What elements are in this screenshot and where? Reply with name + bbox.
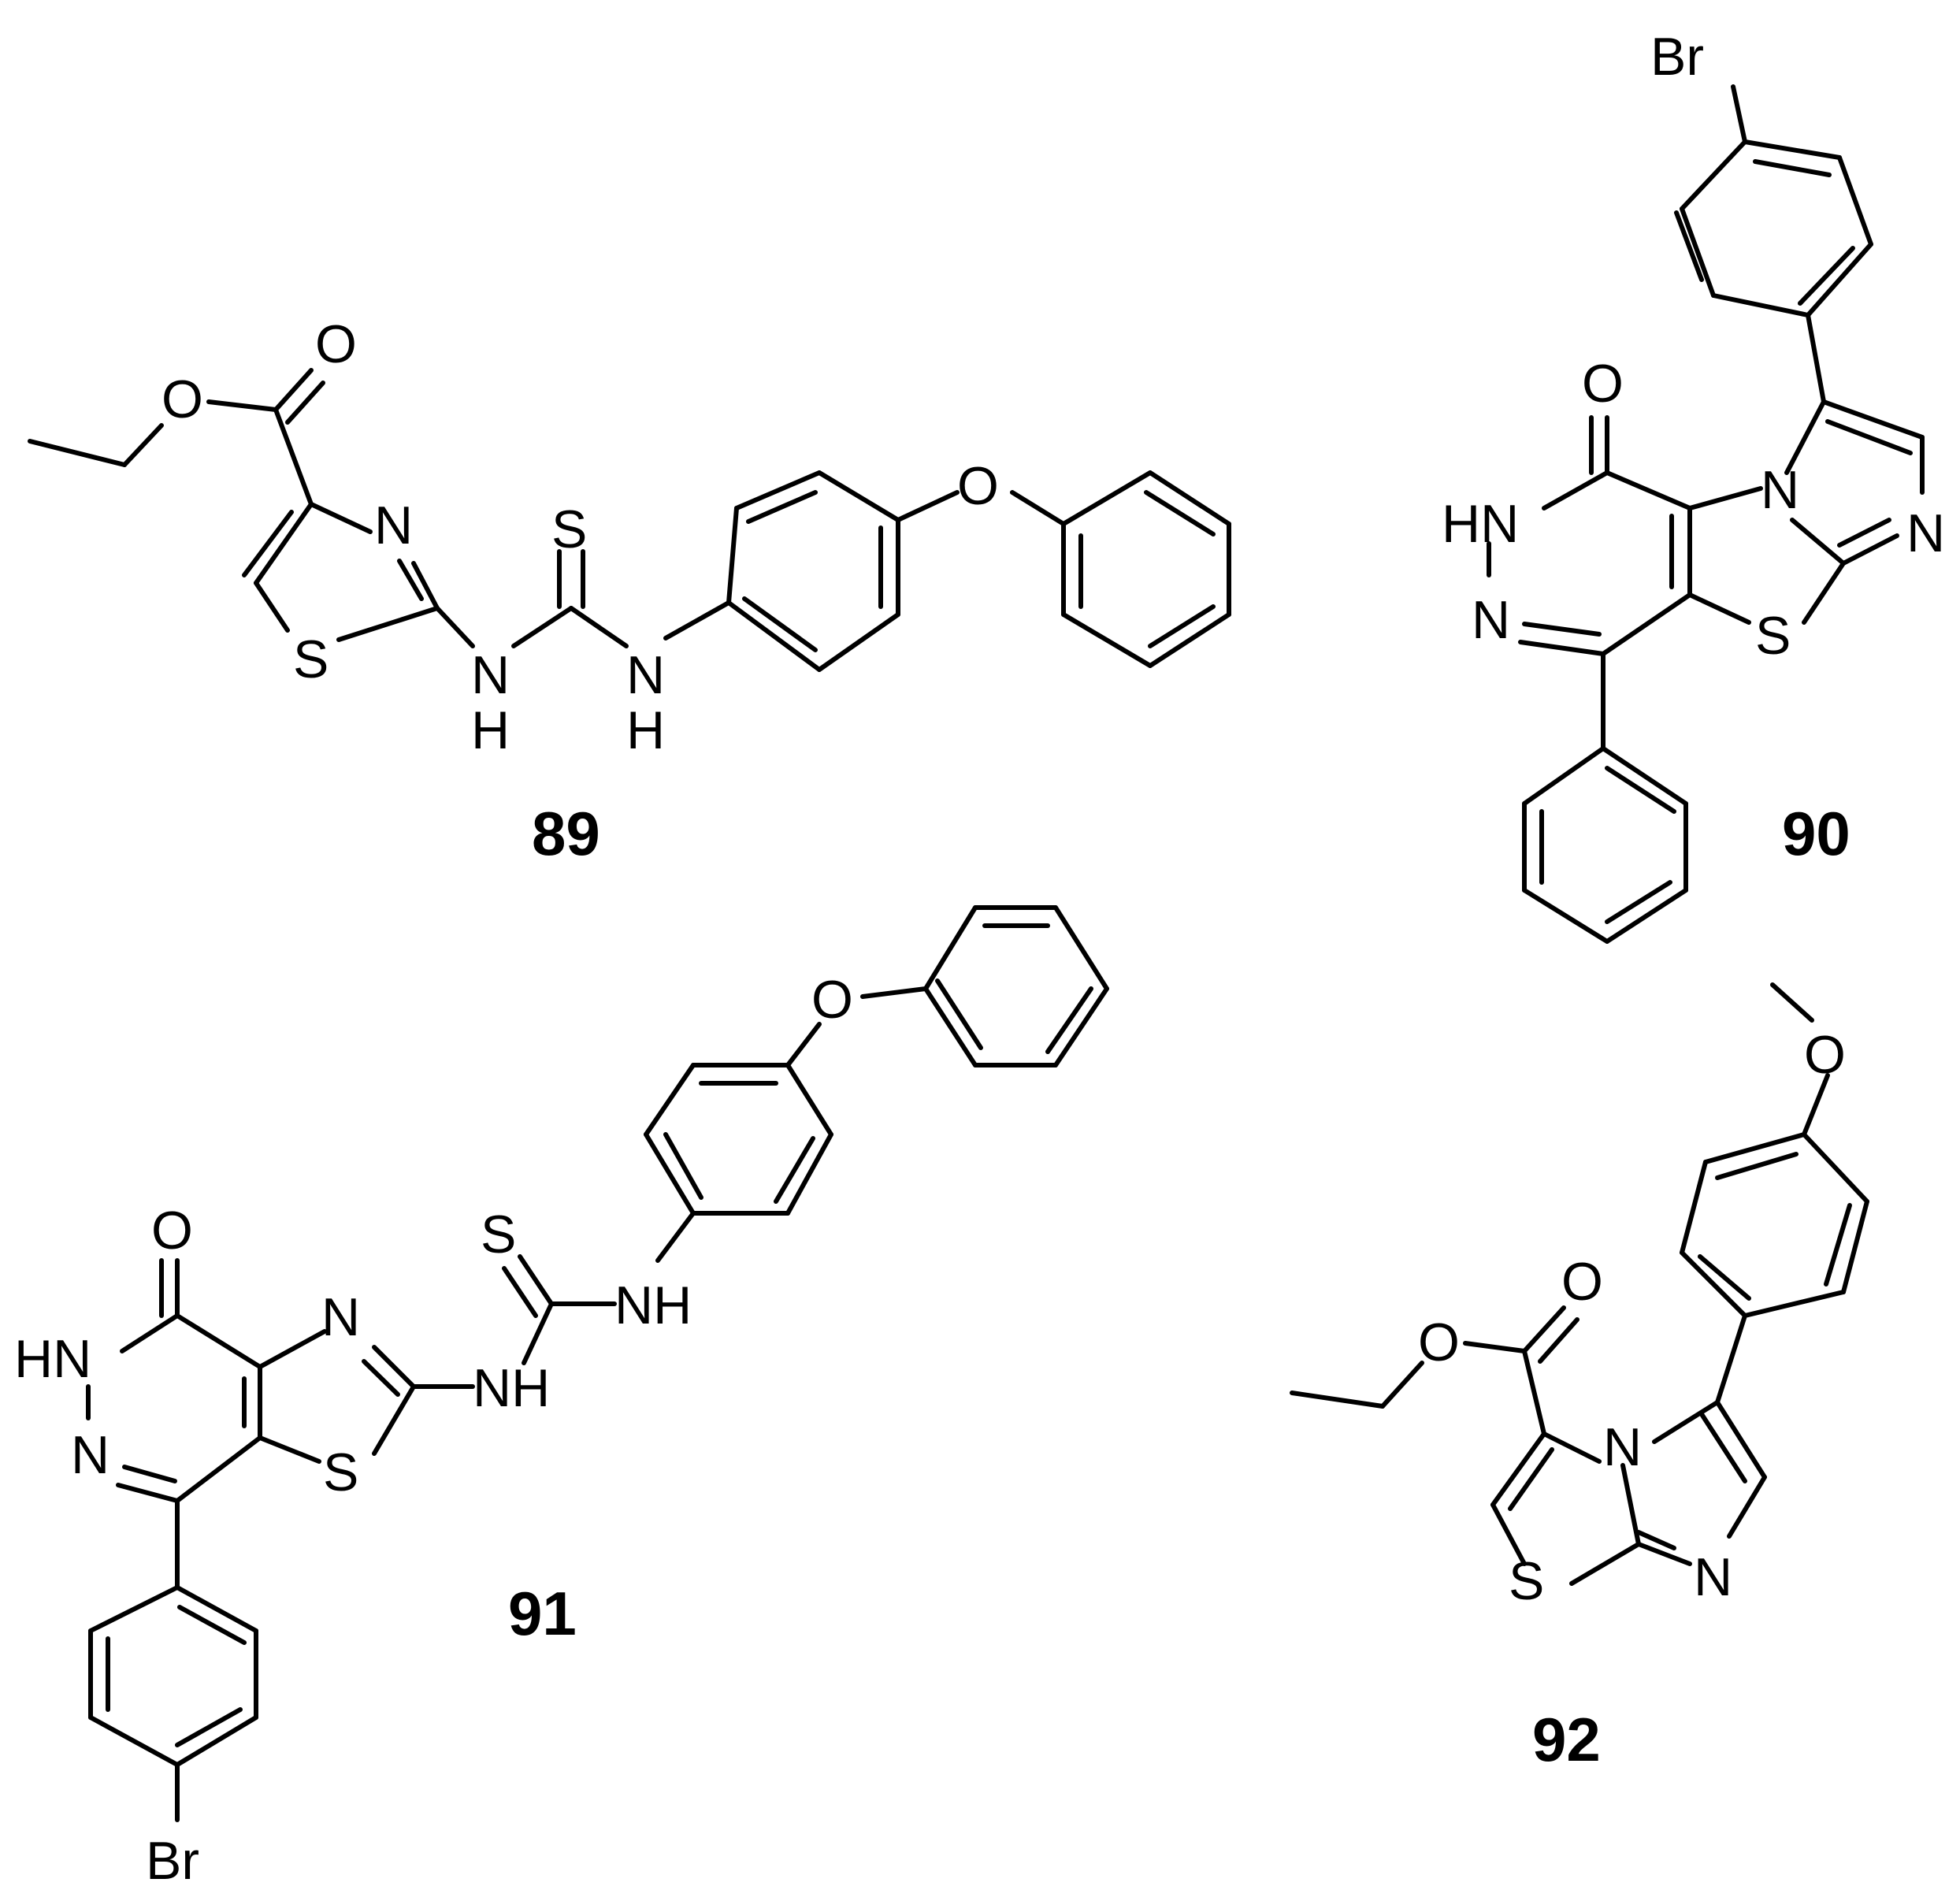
atom-89-h-2: H	[626, 700, 665, 760]
atom-89-n-2: N	[626, 645, 665, 705]
compound-92-label: 92	[1532, 1705, 1601, 1774]
atom-90-n-bridge: N	[1761, 460, 1799, 520]
atom-91-s-thiazole: S	[323, 1442, 358, 1502]
atom-92-o-methoxy: O	[1804, 1025, 1846, 1085]
atom-92-o-ester: O	[1418, 1313, 1460, 1372]
atom-90-br: Br	[1650, 27, 1704, 87]
atom-89-h-1: H	[471, 700, 510, 760]
atom-92-s: S	[1509, 1551, 1544, 1611]
atom-91-br: Br	[146, 1831, 199, 1891]
compound-92: O O O N N S 92	[1290, 982, 1869, 1774]
atom-90-n-pyridazine: N	[1472, 590, 1510, 650]
atom-90-s: S	[1755, 606, 1791, 666]
atom-90-n-imidazole: N	[1906, 503, 1945, 563]
atom-91-o-ether: O	[811, 970, 853, 1030]
compound-89-label: 89	[532, 799, 600, 868]
atom-89-o-carbonyl: O	[315, 314, 357, 374]
compound-91-label: 91	[508, 1579, 577, 1648]
compound-89: O O N S S N H N H O 89	[28, 314, 1231, 868]
atom-89-n-thiazole: N	[374, 496, 413, 555]
atom-89-o-ether: O	[957, 456, 999, 516]
compound-91: O S NH NH N S O HN N Br 91	[14, 905, 1109, 1891]
atom-90-o: O	[1582, 354, 1624, 414]
atom-92-n-bridge: N	[1603, 1417, 1642, 1477]
compound-89-bonds	[28, 368, 1231, 672]
atom-90-hn: HN	[1442, 494, 1519, 554]
atom-91-nh-2: NH	[473, 1358, 550, 1418]
atom-91-nh-1: NH	[614, 1275, 692, 1335]
atom-89-s-thiazole: S	[293, 629, 329, 689]
atom-91-n-pyridazine: N	[71, 1425, 110, 1485]
compound-91-bonds	[86, 905, 1109, 1822]
atom-89-o-ester: O	[161, 369, 203, 429]
compound-92-bonds	[1290, 982, 1869, 1586]
atom-91-s-thione: S	[481, 1205, 516, 1264]
compound-90-label: 90	[1782, 799, 1850, 868]
atom-91-hn: HN	[14, 1329, 91, 1389]
atom-91-n-thiazole: N	[321, 1287, 360, 1347]
atom-89-s-thione: S	[551, 499, 587, 559]
atom-89-n-1: N	[471, 645, 510, 705]
atom-92-n-imidazole: N	[1694, 1547, 1732, 1607]
atom-92-o-carbonyl: O	[1561, 1252, 1603, 1312]
compound-90-bonds	[1487, 84, 1925, 944]
compound-90: Br O N N S HN N 90	[1442, 27, 1945, 944]
atom-91-o: O	[151, 1201, 193, 1261]
